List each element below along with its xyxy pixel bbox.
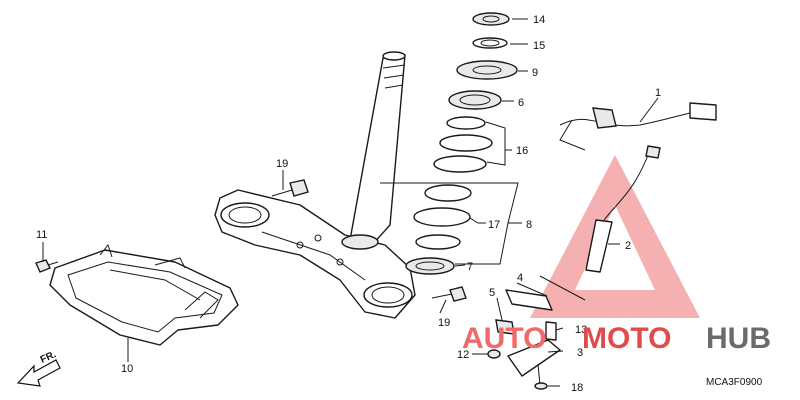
part-4-bracket	[505, 289, 553, 311]
part-6-dust-seal	[448, 90, 502, 110]
watermark-moto: MOTO	[582, 322, 671, 355]
watermark-logo: AUTO MOTO HUB	[462, 322, 771, 355]
part-19-bolt-upper	[271, 179, 309, 197]
callout-16: 16	[516, 145, 528, 157]
callout-7: 7	[467, 261, 473, 273]
part-3-lower-bracket	[507, 339, 561, 377]
callout-18: 18	[571, 382, 583, 394]
part-17-lower-bearing	[413, 184, 472, 250]
part-1-harness	[559, 102, 717, 151]
callout-12: 12	[457, 349, 469, 361]
callout-19-lower: 19	[438, 317, 450, 329]
part-19-bolt-lower	[431, 286, 467, 302]
callout-14: 14	[533, 14, 545, 26]
callout-5: 5	[489, 287, 495, 299]
callout-15: 15	[533, 40, 545, 52]
part-16-upper-bearing	[433, 116, 493, 173]
callout-6: 6	[518, 97, 524, 109]
leader-lines	[42, 18, 659, 387]
part-13-collar	[545, 321, 557, 341]
part-14-stem-nut	[472, 12, 510, 26]
part-15-lock-washer	[472, 37, 508, 49]
callout-labels: 14 15 9 6 16 17 8 7 1 2 4 5 13 3 12 18 1…	[36, 14, 661, 394]
callout-8: 8	[526, 219, 532, 231]
front-direction-arrow: FR.	[16, 349, 61, 387]
part-18-bolt	[534, 363, 548, 390]
watermark-auto: AUTO	[462, 322, 546, 355]
callout-4: 4	[517, 272, 523, 284]
part-5-sensor	[495, 319, 515, 335]
callout-3: 3	[577, 347, 583, 359]
callout-13: 13	[575, 324, 587, 336]
watermark-hub: HUB	[706, 322, 771, 355]
diagram-code: MCA3F0900	[706, 377, 763, 388]
steering-stem-tube	[341, 51, 406, 250]
part-10-front-guard	[49, 243, 239, 346]
part-9-adjusting-nut	[456, 60, 518, 80]
callout-9: 9	[532, 67, 538, 79]
part-7-lower-dust-seal	[405, 257, 455, 275]
steering-bottom-bridge	[214, 189, 416, 319]
watermark-triangle	[530, 155, 700, 318]
callout-1: 1	[655, 87, 661, 99]
callout-19-upper: 19	[276, 158, 288, 170]
part-2-damper-rod	[585, 145, 661, 273]
callout-11: 11	[36, 229, 47, 241]
callout-17: 17	[488, 219, 500, 231]
callout-2: 2	[625, 240, 631, 252]
callout-10: 10	[121, 363, 133, 375]
